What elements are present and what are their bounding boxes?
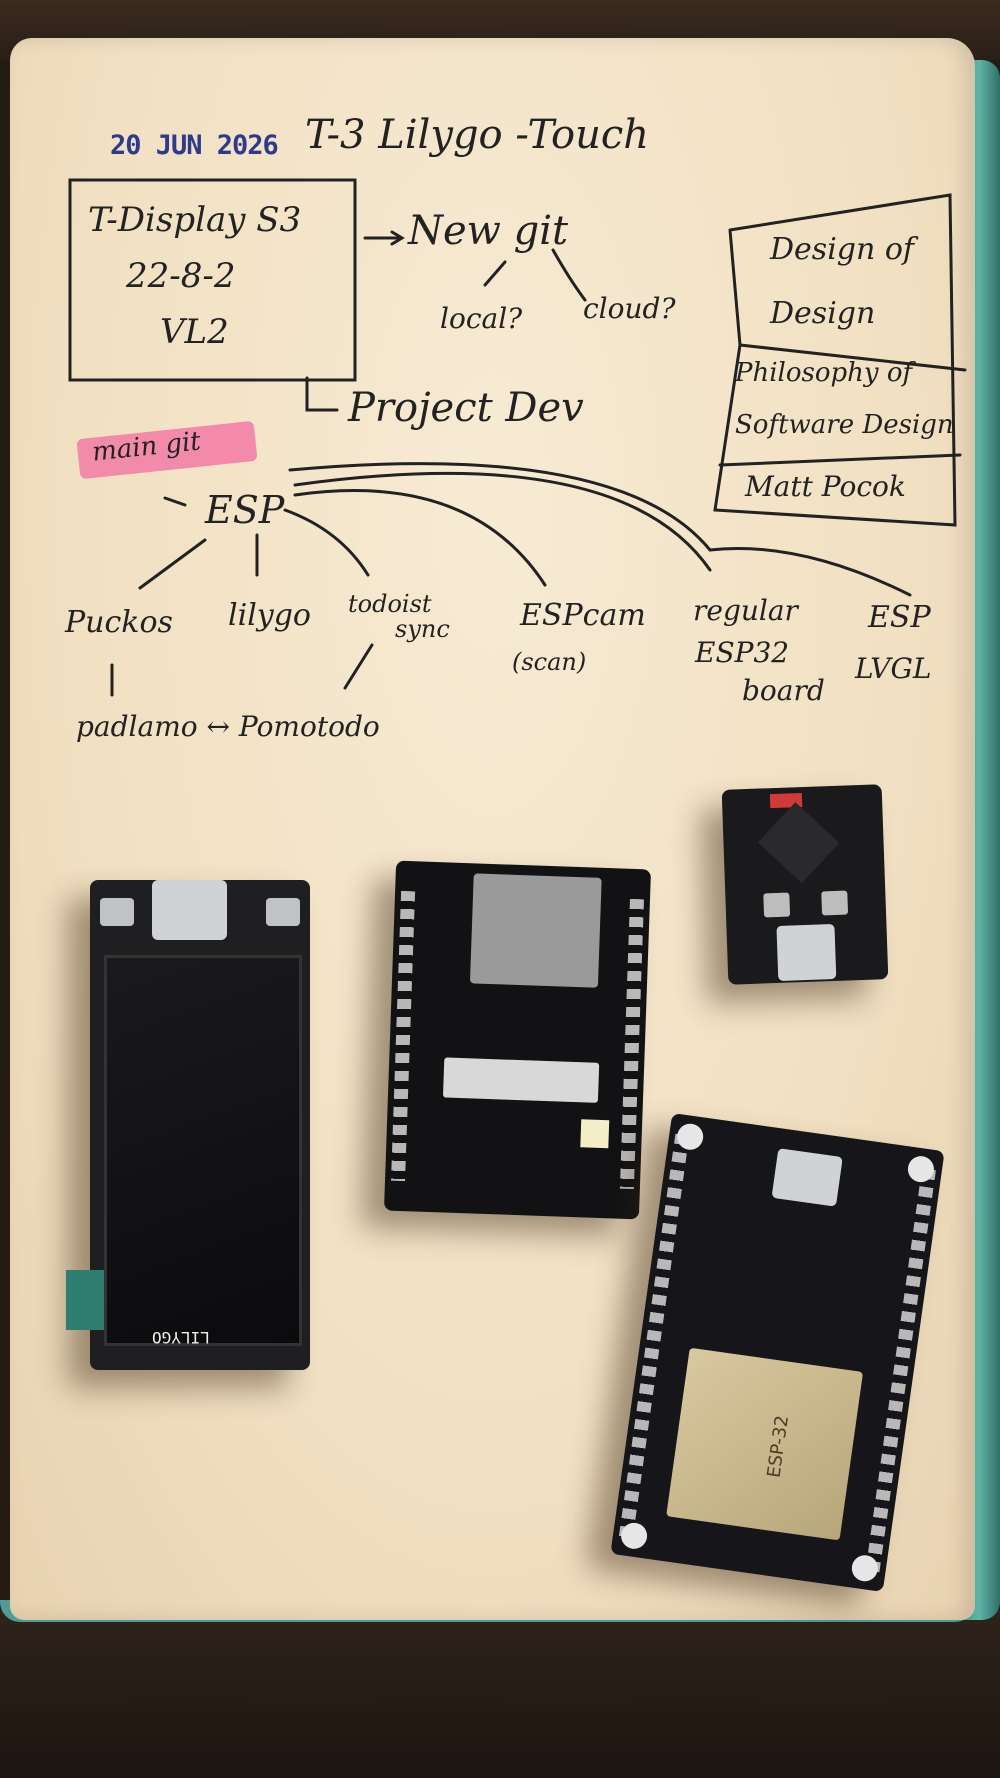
books-divider-2 <box>718 453 962 467</box>
branch-espcam-scan: (scan) <box>512 648 587 676</box>
screen-protector-tab <box>66 1270 104 1330</box>
branch-esp-lvgl-1: ESP <box>868 600 931 635</box>
cloud-label: cloud? <box>583 292 676 325</box>
arrow-projectdev <box>305 376 339 412</box>
microcontroller-chip <box>757 802 840 884</box>
lilygo-t-display-board: LILYGO <box>66 880 310 1370</box>
specs-line-2: 22-8-2 <box>126 256 236 296</box>
pin-row-right <box>619 898 644 1190</box>
book-design-of: Design of <box>770 232 915 267</box>
usb-c-port <box>152 880 227 940</box>
arrow-espcam <box>293 489 547 587</box>
boot-button <box>100 898 134 926</box>
branch-todoist: todoist <box>348 590 432 618</box>
project-dev-label: Project Dev <box>348 385 584 431</box>
microsd-slot <box>469 873 602 988</box>
branch-board: board <box>742 674 825 707</box>
branch-esp32: ESP32 <box>695 636 790 669</box>
padlamo-pomotodo: padlamo ↔ Pomotodo <box>76 710 380 743</box>
micro-usb-port <box>771 1148 843 1207</box>
mini-button-1 <box>763 892 791 918</box>
desk-bottom <box>0 1610 1000 1778</box>
branch-sync: sync <box>395 615 450 643</box>
arrow-puckos <box>138 538 207 590</box>
books-divider-1 <box>738 343 967 372</box>
arrow-regular <box>293 471 712 572</box>
camera-connector <box>442 1057 600 1103</box>
page-title: T-3 Lilygo -Touch <box>305 112 650 158</box>
arrow-todoist <box>283 508 370 577</box>
branch-puckos: Puckos <box>65 605 173 640</box>
arrow-local <box>483 260 507 287</box>
flash-led <box>580 1119 610 1149</box>
specs-line-3: VL2 <box>160 312 229 352</box>
specs-line-1: T-Display S3 <box>88 200 302 240</box>
book-philosophy: Philosophy of <box>735 358 913 388</box>
esp32-cam-board <box>383 860 652 1220</box>
arrow-lvgl <box>288 462 912 597</box>
date-stamp: 20 JUN 2026 <box>110 130 279 161</box>
esp-label: ESP <box>205 488 285 532</box>
book-design: Design <box>770 296 876 331</box>
arrow-maingit-esp <box>163 496 187 507</box>
esp32-mini-board <box>721 784 889 985</box>
pin-row-left <box>391 890 416 1182</box>
mini-usb-c-port <box>776 923 837 981</box>
branch-lilygo: lilygo <box>228 598 311 633</box>
books-box <box>713 193 957 527</box>
mini-button-2 <box>821 890 849 916</box>
arrow-pomotodo <box>343 643 374 690</box>
reset-button <box>266 898 300 926</box>
esp32-module-label: ESP-32 <box>763 1414 794 1480</box>
book-software-design: Software Design <box>735 410 954 440</box>
lcd-screen <box>104 955 302 1346</box>
new-git-label: New git <box>408 208 569 254</box>
local-label: local? <box>440 302 523 335</box>
esp32-module: ESP-32 <box>666 1347 864 1541</box>
branch-espcam: ESPcam <box>520 598 646 633</box>
branch-esp-lvgl-2: LVGL <box>855 652 932 685</box>
book-author: Matt Pocok <box>745 470 906 503</box>
arrow-cloud <box>551 248 587 302</box>
branch-regular: regular <box>693 594 798 627</box>
specs-box <box>68 178 357 382</box>
lilygo-board-label: LILYGO <box>152 1328 210 1347</box>
